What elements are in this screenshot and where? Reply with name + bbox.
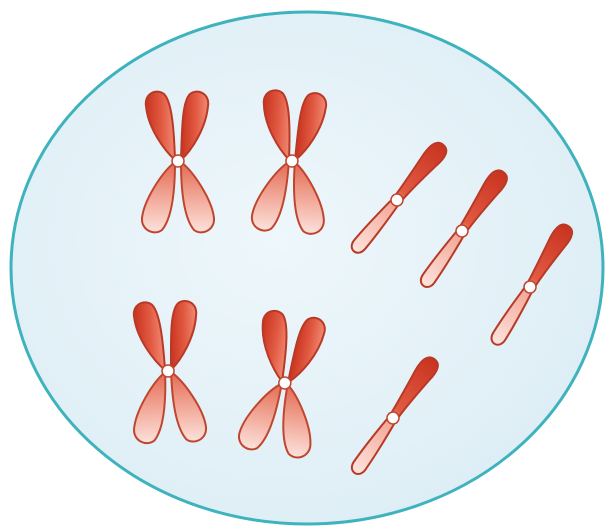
- centromere: [162, 365, 174, 377]
- centromere: [172, 155, 184, 167]
- centromere: [286, 155, 299, 168]
